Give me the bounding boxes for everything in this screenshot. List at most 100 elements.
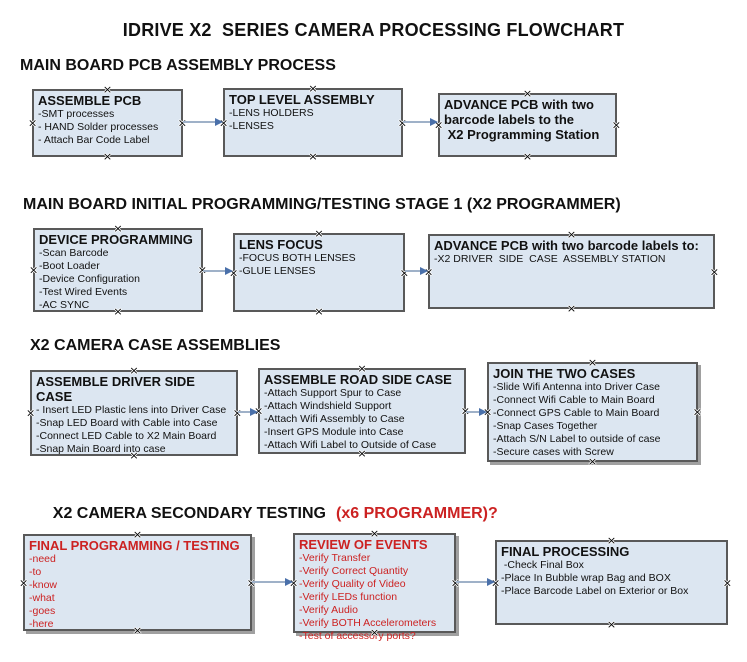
flow-arrow — [252, 577, 293, 587]
box-line: -Verify Audio — [299, 604, 358, 616]
arrow-head-icon — [215, 118, 223, 126]
section-heading-secondary-testing: X2 CAMERA SECONDARY TESTING(x6 PROGRAMME… — [35, 487, 498, 541]
box-lines: -Scan Barcode-Boot Loader-Device Configu… — [39, 247, 197, 312]
connector-anchor-icon: × — [26, 406, 36, 420]
flow-arrow — [203, 266, 233, 276]
arrow-shaft — [466, 411, 481, 413]
flow-box-final-programming-testing: FINAL PROGRAMMING / TESTING -need-to-kno… — [19, 529, 256, 636]
flow-box-final-processing: FINAL PROCESSING -Check Final Box-Place … — [491, 535, 732, 630]
box-line: -X2 DRIVER SIDE CASE ASSEMBLY STATION — [434, 253, 666, 265]
connector-anchor-icon: × — [611, 118, 621, 132]
arrow-head-icon — [420, 267, 428, 275]
connector-anchor-icon: × — [709, 265, 719, 278]
connector-anchor-icon: × — [606, 618, 617, 631]
box-lines: - Insert LED Plastic lens into Driver Ca… — [36, 404, 232, 456]
box-line: -Attach S/N Label to outside of case — [493, 433, 661, 445]
box-line: -Snap LED Board with Cable into Case — [36, 417, 218, 429]
arrow-shaft — [183, 121, 217, 123]
box-line: -AC SYNC — [39, 299, 90, 311]
box-line: -Attach Wifi Assembly to Case — [264, 413, 405, 425]
section-heading-pcb-assembly: MAIN BOARD PCB ASSEMBLY PROCESS — [20, 57, 336, 74]
flow-box-assemble-pcb: ASSEMBLE PCB -SMT processes- HAND Solder… — [28, 84, 187, 162]
box-lines: -Attach Support Spur to Case-Attach Wind… — [264, 387, 460, 452]
box-line: -Attach Support Spur to Case — [264, 387, 402, 399]
box-line: -Scan Barcode — [39, 247, 109, 259]
flow-box-assemble-driver-side-case: ASSEMBLE DRIVER SIDE CASE - Insert LED P… — [26, 365, 242, 461]
box-line: -LENSES — [229, 120, 274, 132]
box-line: -Device Configuration — [39, 273, 140, 285]
arrow-head-icon — [250, 408, 258, 416]
flow-box-review-of-events: REVIEW OF EVENTS -Verify Transfer-Verify… — [289, 528, 460, 642]
box-title: DEVICE PROGRAMMING — [39, 232, 193, 247]
box-line: -here — [29, 618, 54, 630]
connector-anchor-icon: × — [722, 576, 732, 589]
box-line: -SMT processes — [38, 108, 115, 120]
connector-anchor-icon: × — [522, 150, 533, 163]
box-title: LENS FOCUS — [239, 237, 323, 252]
box-lines: -X2 DRIVER SIDE CASE ASSEMBLY STATION — [434, 253, 709, 266]
box-title: JOIN THE TWO CASES — [493, 366, 636, 381]
box-title: ADVANCE PCB with two barcode labels to t… — [444, 97, 600, 142]
box-line: - Attach Bar Code Label — [38, 134, 150, 146]
flow-arrow — [405, 266, 428, 276]
arrow-shaft — [238, 411, 252, 413]
connector-anchor-icon: × — [28, 116, 38, 130]
connector-anchor-icon: × — [29, 263, 39, 277]
box-line: -Check Final Box — [501, 559, 584, 571]
box-line: -Verify Correct Quantity — [299, 565, 409, 577]
box-line: -Snap Cases Together — [493, 420, 598, 432]
connector-anchor-icon: × — [692, 405, 702, 419]
flow-arrow — [466, 407, 487, 417]
flow-box-advance-pcb-programming-station: ADVANCE PCB with two barcode labels to t… — [434, 88, 621, 162]
connector-anchor-icon: × — [102, 150, 113, 163]
box-title: ADVANCE PCB with two barcode labels to: — [434, 238, 699, 253]
box-lines: -LENS HOLDERS-LENSES — [229, 107, 397, 133]
box-line: -LENS HOLDERS — [229, 107, 314, 119]
flow-box-lens-focus: LENS FOCUS -FOCUS BOTH LENSES-GLUE LENSE… — [229, 228, 409, 317]
connector-anchor-icon: × — [566, 302, 577, 315]
box-line: -Slide Wifi Antenna into Driver Case — [493, 381, 660, 393]
box-line: -Connect GPS Cable to Main Board — [493, 407, 660, 419]
box-title: ASSEMBLE PCB — [38, 93, 142, 108]
box-line: -Verify Quality of Video — [299, 578, 406, 590]
arrow-head-icon — [487, 578, 495, 586]
box-line: -Verify Transfer — [299, 552, 371, 564]
arrow-shaft — [252, 581, 287, 583]
box-line: -know — [29, 579, 58, 591]
flow-arrow — [183, 117, 223, 127]
box-line: -Place In Bubble wrap Bag and BOX — [501, 572, 671, 584]
box-title: FINAL PROCESSING — [501, 544, 630, 559]
section-heading-initial-programming: MAIN BOARD INITIAL PROGRAMMING/TESTING S… — [23, 196, 621, 213]
box-line: -Test Wired Events — [39, 286, 128, 298]
box-line: -Boot Loader — [39, 260, 100, 272]
box-line: -to — [29, 566, 42, 578]
box-line: -goes — [29, 605, 56, 617]
box-line: -Insert GPS Module into Case — [264, 426, 404, 438]
connector-anchor-icon: × — [19, 576, 29, 589]
box-line: -what — [29, 592, 55, 604]
box-title: ASSEMBLE ROAD SIDE CASE — [264, 372, 452, 387]
flow-box-join-two-cases: JOIN THE TWO CASES -Slide Wifi Antenna i… — [483, 357, 702, 467]
box-lines: -need-to-know-what-goes-here — [29, 553, 246, 631]
box-line: -Snap Main Board into case — [36, 443, 166, 455]
box-lines: -Slide Wifi Antenna into Driver Case-Con… — [493, 381, 692, 459]
box-line: -FOCUS BOTH LENSES — [239, 252, 356, 264]
box-line: -Verify LEDs function — [299, 591, 398, 603]
box-line: -GLUE LENSES — [239, 265, 316, 277]
arrow-head-icon — [285, 578, 293, 586]
box-title: FINAL PROGRAMMING / TESTING — [29, 538, 240, 553]
box-title: ASSEMBLE DRIVER SIDE CASE — [36, 374, 199, 404]
box-line: -Attach Wifi Label to Outside of Case — [264, 439, 437, 451]
connector-anchor-icon: × — [314, 305, 324, 318]
heading-red-part: (x6 PROGRAMMER)? — [336, 505, 498, 522]
arrow-shaft — [403, 121, 432, 123]
box-lines: -SMT processes- HAND Solder processes- A… — [38, 108, 177, 147]
arrow-head-icon — [479, 408, 487, 416]
arrow-shaft — [456, 581, 489, 583]
box-lines: -Verify Transfer-Verify Correct Quantity… — [299, 552, 450, 643]
box-line: -Connect Wifi Cable to Main Board — [493, 394, 655, 406]
section-heading-case-assemblies: X2 CAMERA CASE ASSEMBLIES — [30, 337, 281, 354]
box-line: - Insert LED Plastic lens into Driver Ca… — [36, 404, 227, 416]
box-line: -Test of accessory ports? — [299, 630, 416, 642]
